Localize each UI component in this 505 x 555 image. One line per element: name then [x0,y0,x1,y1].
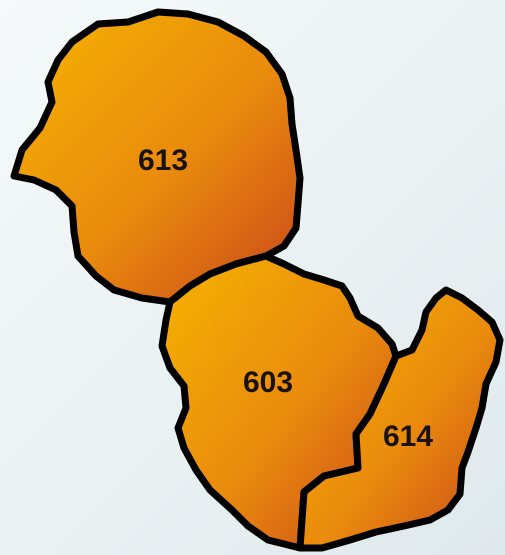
region-label-614: 614 [383,420,433,453]
region-614[interactable] [296,286,504,552]
region-label-613: 613 [138,144,188,177]
region-label-603: 603 [243,366,293,399]
